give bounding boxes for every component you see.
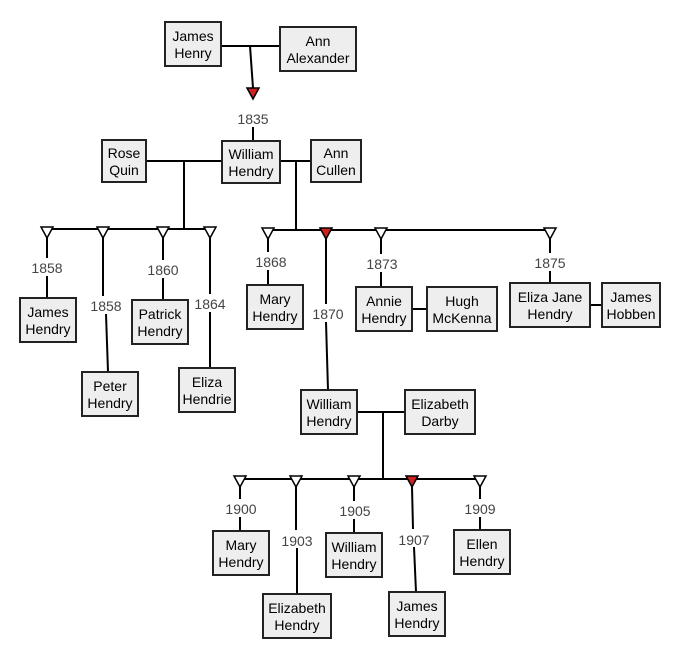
person-name-line: Quin: [109, 162, 139, 178]
descent-marker: [155, 226, 171, 240]
person-name-line: James: [172, 28, 213, 44]
descent-marker: [232, 475, 248, 489]
descent-marker: [95, 226, 111, 240]
descent-marker: [472, 475, 488, 489]
person-name-line: Hendry: [527, 306, 572, 322]
person-name-line: Cullen: [316, 162, 356, 178]
person-name-line: Hendry: [361, 310, 406, 326]
descent-line: [105, 313, 109, 373]
descent-line: [249, 45, 254, 89]
person-name-line: Hendry: [331, 556, 376, 572]
person-name-line: Henry: [174, 45, 211, 61]
descent-line: [411, 486, 414, 530]
descent-line: [413, 546, 417, 593]
birth-year: 1905: [339, 503, 370, 519]
descent-marker: [202, 226, 218, 240]
descent-marker: [346, 475, 362, 489]
descent-line: [325, 321, 329, 391]
person-name-line: Hendry: [218, 554, 263, 570]
person-name-line: Hendry: [228, 163, 273, 179]
birth-year: 1900: [225, 501, 256, 517]
person-name-line: Hendry: [137, 323, 182, 339]
person-name-line: Peter: [93, 378, 127, 394]
person-name-line: Hendry: [459, 553, 504, 569]
birth-year: 1873: [366, 256, 397, 272]
person-name-line: Hendry: [25, 321, 70, 337]
birth-year: 1909: [464, 501, 495, 517]
person-name-line: Hendrie: [182, 391, 231, 407]
person-name-line: Hendry: [306, 413, 351, 429]
person-name-line: William: [228, 146, 273, 162]
person-name-line: Hugh: [445, 293, 478, 309]
birth-year: 1835: [237, 111, 268, 127]
person-name-line: Darby: [421, 413, 458, 429]
person-name-line: Mary: [225, 537, 256, 553]
person-name-line: Hobben: [606, 306, 655, 322]
person-name-line: McKenna: [432, 310, 491, 326]
person-name-line: James: [610, 289, 651, 305]
person-name-line: William: [306, 396, 351, 412]
person-name-line: Mary: [259, 291, 290, 307]
birth-year: 1907: [398, 532, 429, 548]
descent-marker: [404, 475, 420, 489]
person-name-line: Eliza: [192, 374, 223, 390]
person-name-line: Eliza Jane: [518, 289, 583, 305]
descent-marker: [288, 475, 304, 489]
birth-year: 1903: [281, 533, 312, 549]
birth-year: 1868: [255, 254, 286, 270]
person-name-line: Alexander: [286, 50, 349, 66]
person-name-line: Hendry: [252, 308, 297, 324]
person-name-line: Ellen: [466, 536, 497, 552]
birth-year: 1858: [31, 260, 62, 276]
person-name-line: Elizabeth: [411, 396, 469, 412]
person-name-line: Hendry: [274, 617, 319, 633]
birth-year: 1858: [90, 298, 121, 314]
person-name-line: Elizabeth: [268, 600, 326, 616]
birth-year: 1864: [194, 296, 225, 312]
birth-year: 1870: [312, 306, 343, 322]
descent-marker: [245, 87, 261, 101]
person-name-line: James: [27, 304, 68, 320]
person-name-line: Hendry: [394, 615, 439, 631]
person-name-line: Annie: [366, 293, 402, 309]
person-name-line: Ann: [306, 33, 331, 49]
person-name-line: William: [331, 539, 376, 555]
descent-marker: [318, 227, 334, 241]
person-name-line: Hendry: [87, 395, 132, 411]
birth-year: 1875: [534, 255, 565, 271]
birth-year: 1860: [147, 262, 178, 278]
person-name-line: James: [396, 598, 437, 614]
descent-marker: [373, 227, 389, 241]
person-name-line: Rose: [108, 145, 141, 161]
person-name-line: Ann: [324, 145, 349, 161]
descent-marker: [260, 227, 276, 241]
descent-marker: [39, 226, 55, 240]
person-name-line: Patrick: [139, 306, 183, 322]
descent-marker: [542, 227, 558, 241]
